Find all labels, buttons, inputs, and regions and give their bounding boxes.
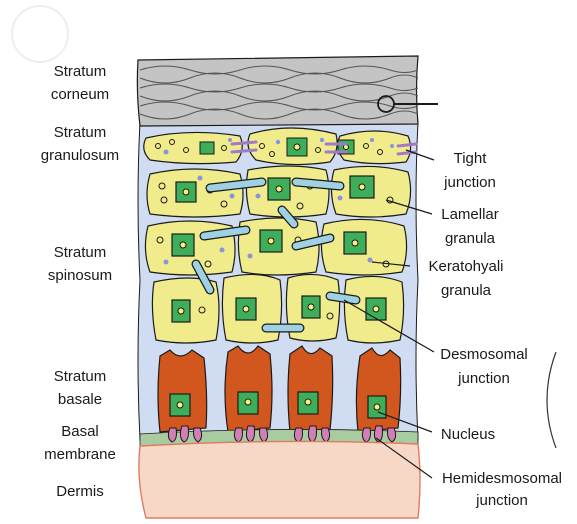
label-dermis: Dermis <box>56 483 104 500</box>
right-edge-arc <box>547 352 556 448</box>
stratum-corneum <box>137 56 418 126</box>
basal-cell <box>288 346 333 432</box>
basal-cell <box>225 346 272 432</box>
corner-circle-mark <box>12 6 68 62</box>
label-nucleus: Nucleus <box>441 426 495 443</box>
stratum-granulosum <box>144 128 416 165</box>
basal-cell <box>356 348 400 432</box>
basal-cell <box>158 350 207 432</box>
dermis-layer <box>139 441 420 518</box>
nucleus <box>200 142 214 154</box>
stratum-spinosum <box>145 166 410 343</box>
